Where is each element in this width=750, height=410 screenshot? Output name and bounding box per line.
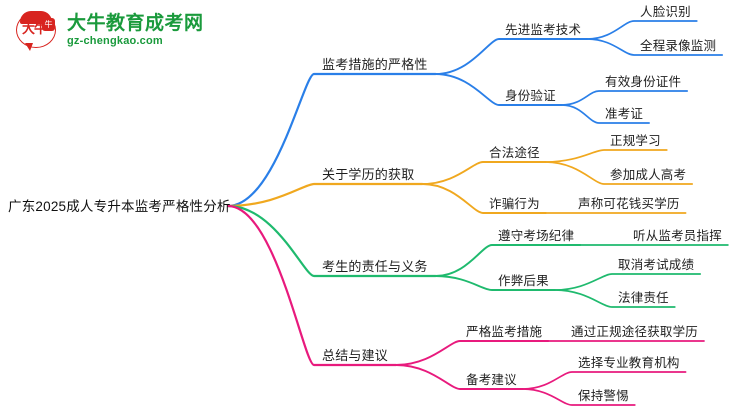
sub-node-1-1[interactable]: 诈骗行为: [489, 197, 540, 211]
leaf-node-2-1-1[interactable]: 法律责任: [618, 291, 669, 305]
leaf-node-3-0-0[interactable]: 通过正规途径获取学历: [571, 325, 699, 339]
leaf-node-1-0-0[interactable]: 正规学习: [610, 134, 661, 148]
logo-subtitle: gz-chengkao.com: [67, 35, 163, 47]
branch-node-2[interactable]: 考生的责任与义务: [322, 259, 428, 274]
branch-node-0[interactable]: 监考措施的严格性: [322, 57, 428, 72]
logo-badge: 牛: [42, 18, 55, 31]
root-node[interactable]: 广东2025成人专升本监考严格性分析: [8, 199, 231, 214]
sub-node-1-0[interactable]: 合法途径: [489, 146, 540, 160]
branch-node-3[interactable]: 总结与建议: [322, 348, 389, 363]
leaf-node-0-0-0[interactable]: 人脸识别: [640, 5, 691, 19]
leaf-node-3-1-0[interactable]: 选择专业教育机构: [578, 356, 680, 370]
site-logo: 大牛 牛 大牛教育成考网 gz-chengkao.com: [14, 6, 234, 54]
logo-mark-text: 大牛: [21, 21, 47, 36]
sub-node-0-0[interactable]: 先进监考技术: [505, 23, 582, 37]
sub-node-2-0[interactable]: 遵守考场纪律: [498, 229, 575, 243]
sub-node-0-1[interactable]: 身份验证: [505, 89, 556, 103]
leaf-node-1-1-0[interactable]: 声称可花钱买学历: [578, 197, 680, 211]
sub-node-3-1[interactable]: 备考建议: [466, 373, 517, 387]
leaf-node-3-1-1[interactable]: 保持警惕: [578, 389, 629, 403]
leaf-node-2-0-0[interactable]: 听从监考员指挥: [633, 229, 722, 243]
logo-title: 大牛教育成考网: [67, 13, 204, 34]
sub-node-2-1[interactable]: 作弊后果: [498, 274, 549, 288]
daniu-logo-icon: 大牛 牛: [14, 8, 58, 52]
leaf-node-0-0-1[interactable]: 全程录像监测: [640, 39, 717, 53]
branch-node-1[interactable]: 关于学历的获取: [322, 167, 415, 182]
leaf-node-0-1-1[interactable]: 准考证: [605, 107, 644, 121]
sub-node-3-0[interactable]: 严格监考措施: [466, 325, 543, 339]
speech-bubble-tail: [25, 43, 33, 51]
leaf-node-1-0-1[interactable]: 参加成人高考: [610, 168, 687, 182]
logo-text-block: 大牛教育成考网 gz-chengkao.com: [67, 13, 204, 47]
leaf-node-2-1-0[interactable]: 取消考试成绩: [618, 258, 695, 272]
leaf-node-0-1-0[interactable]: 有效身份证件: [605, 75, 682, 89]
